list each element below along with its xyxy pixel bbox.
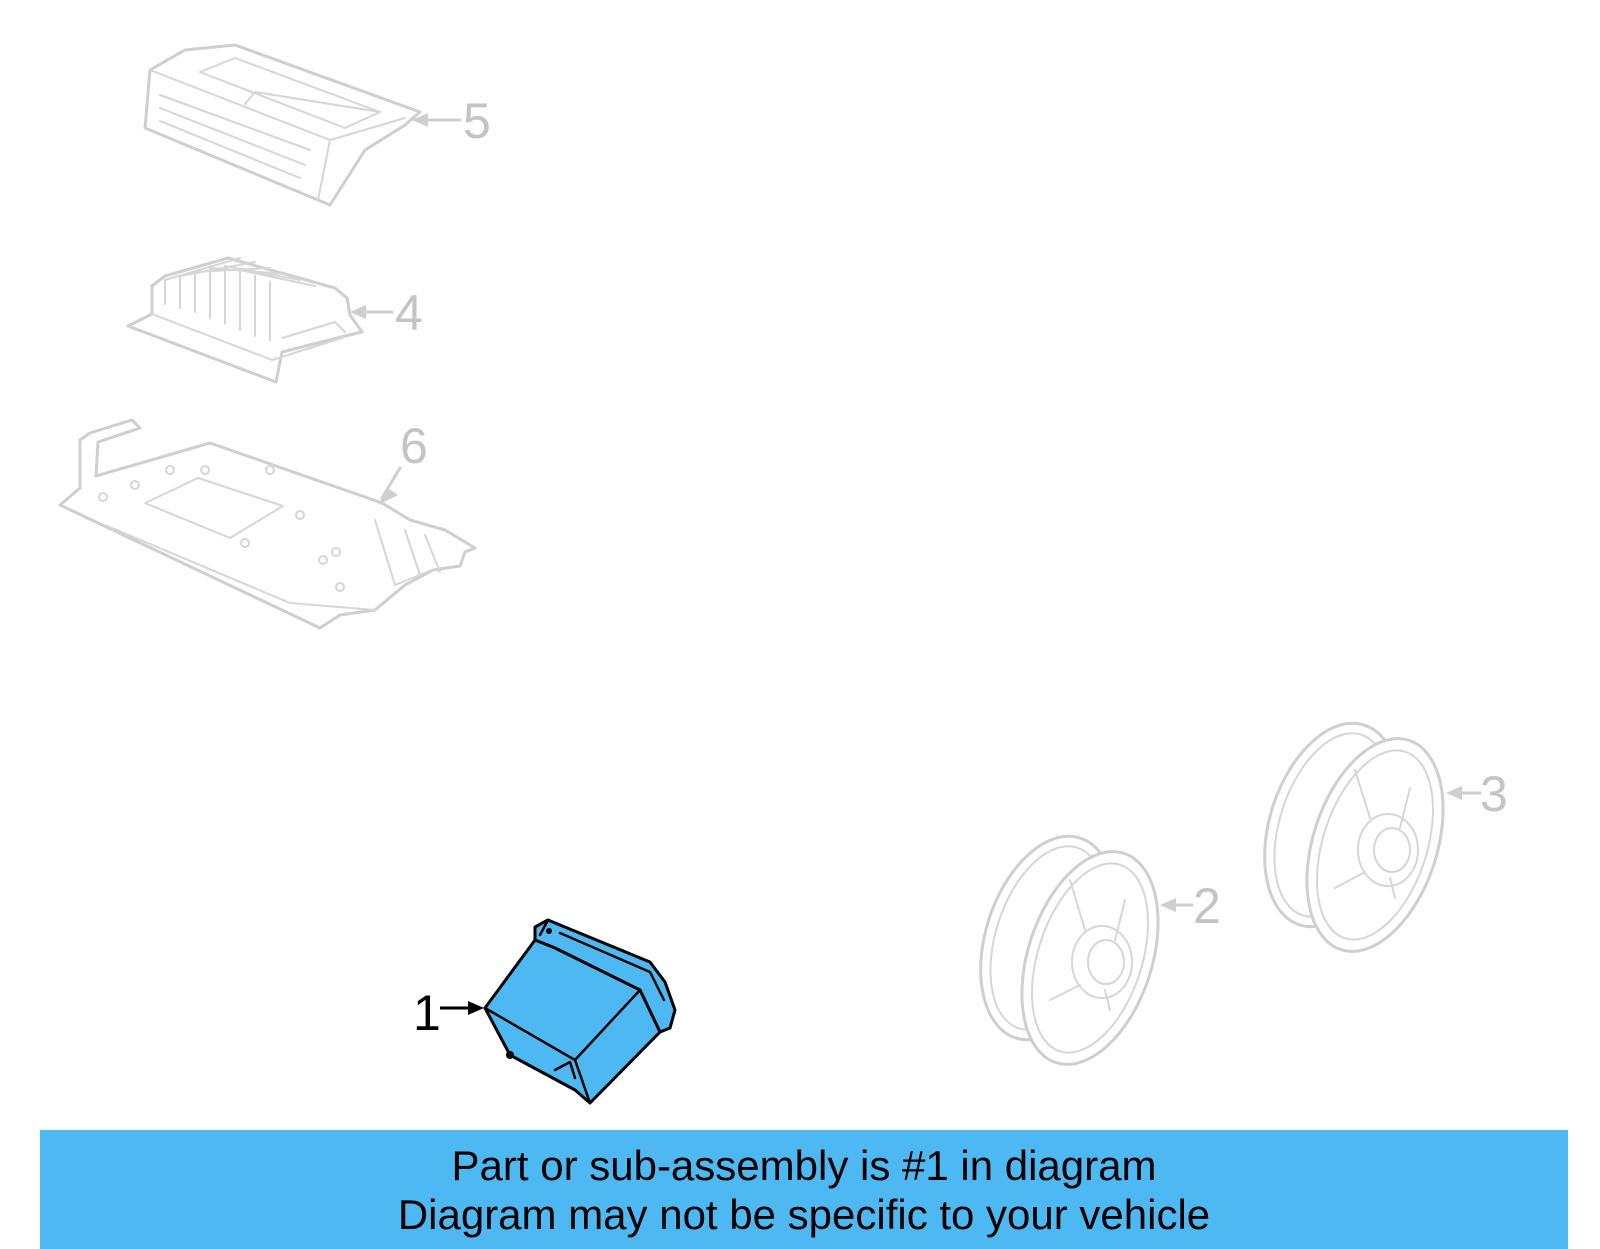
callout-5: 5 [412, 93, 491, 149]
part-6-bracket[interactable] [58, 418, 477, 630]
info-banner-background [40, 1130, 1568, 1249]
banner-line-2: Diagram may not be specific to your vehi… [397, 1191, 1211, 1238]
callout-3: 3 [1446, 766, 1508, 822]
callout-2: 2 [1160, 878, 1221, 934]
callout-label-1: 1 [413, 985, 441, 1041]
callout-label-6: 6 [400, 418, 428, 474]
part-5-module[interactable] [143, 43, 422, 207]
part-3-speaker[interactable] [1241, 706, 1468, 969]
part-1-module[interactable] [483, 918, 677, 1105]
info-banner: Part or sub-assembly is #1 in diagram Di… [40, 1130, 1568, 1249]
part-1-body [483, 938, 662, 1105]
callout-4: 4 [350, 285, 423, 341]
banner-line-1: Part or sub-assembly is #1 in diagram [451, 1142, 1157, 1189]
part-4-amplifier[interactable] [126, 256, 364, 384]
callout-6: 6 [378, 418, 428, 505]
part-2-speaker[interactable] [957, 819, 1183, 1082]
callout-label-5: 5 [463, 93, 491, 149]
callout-label-2: 2 [1193, 878, 1221, 934]
callout-label-3: 3 [1480, 766, 1508, 822]
callout-1: 1 [413, 985, 484, 1041]
callout-label-4: 4 [395, 285, 423, 341]
